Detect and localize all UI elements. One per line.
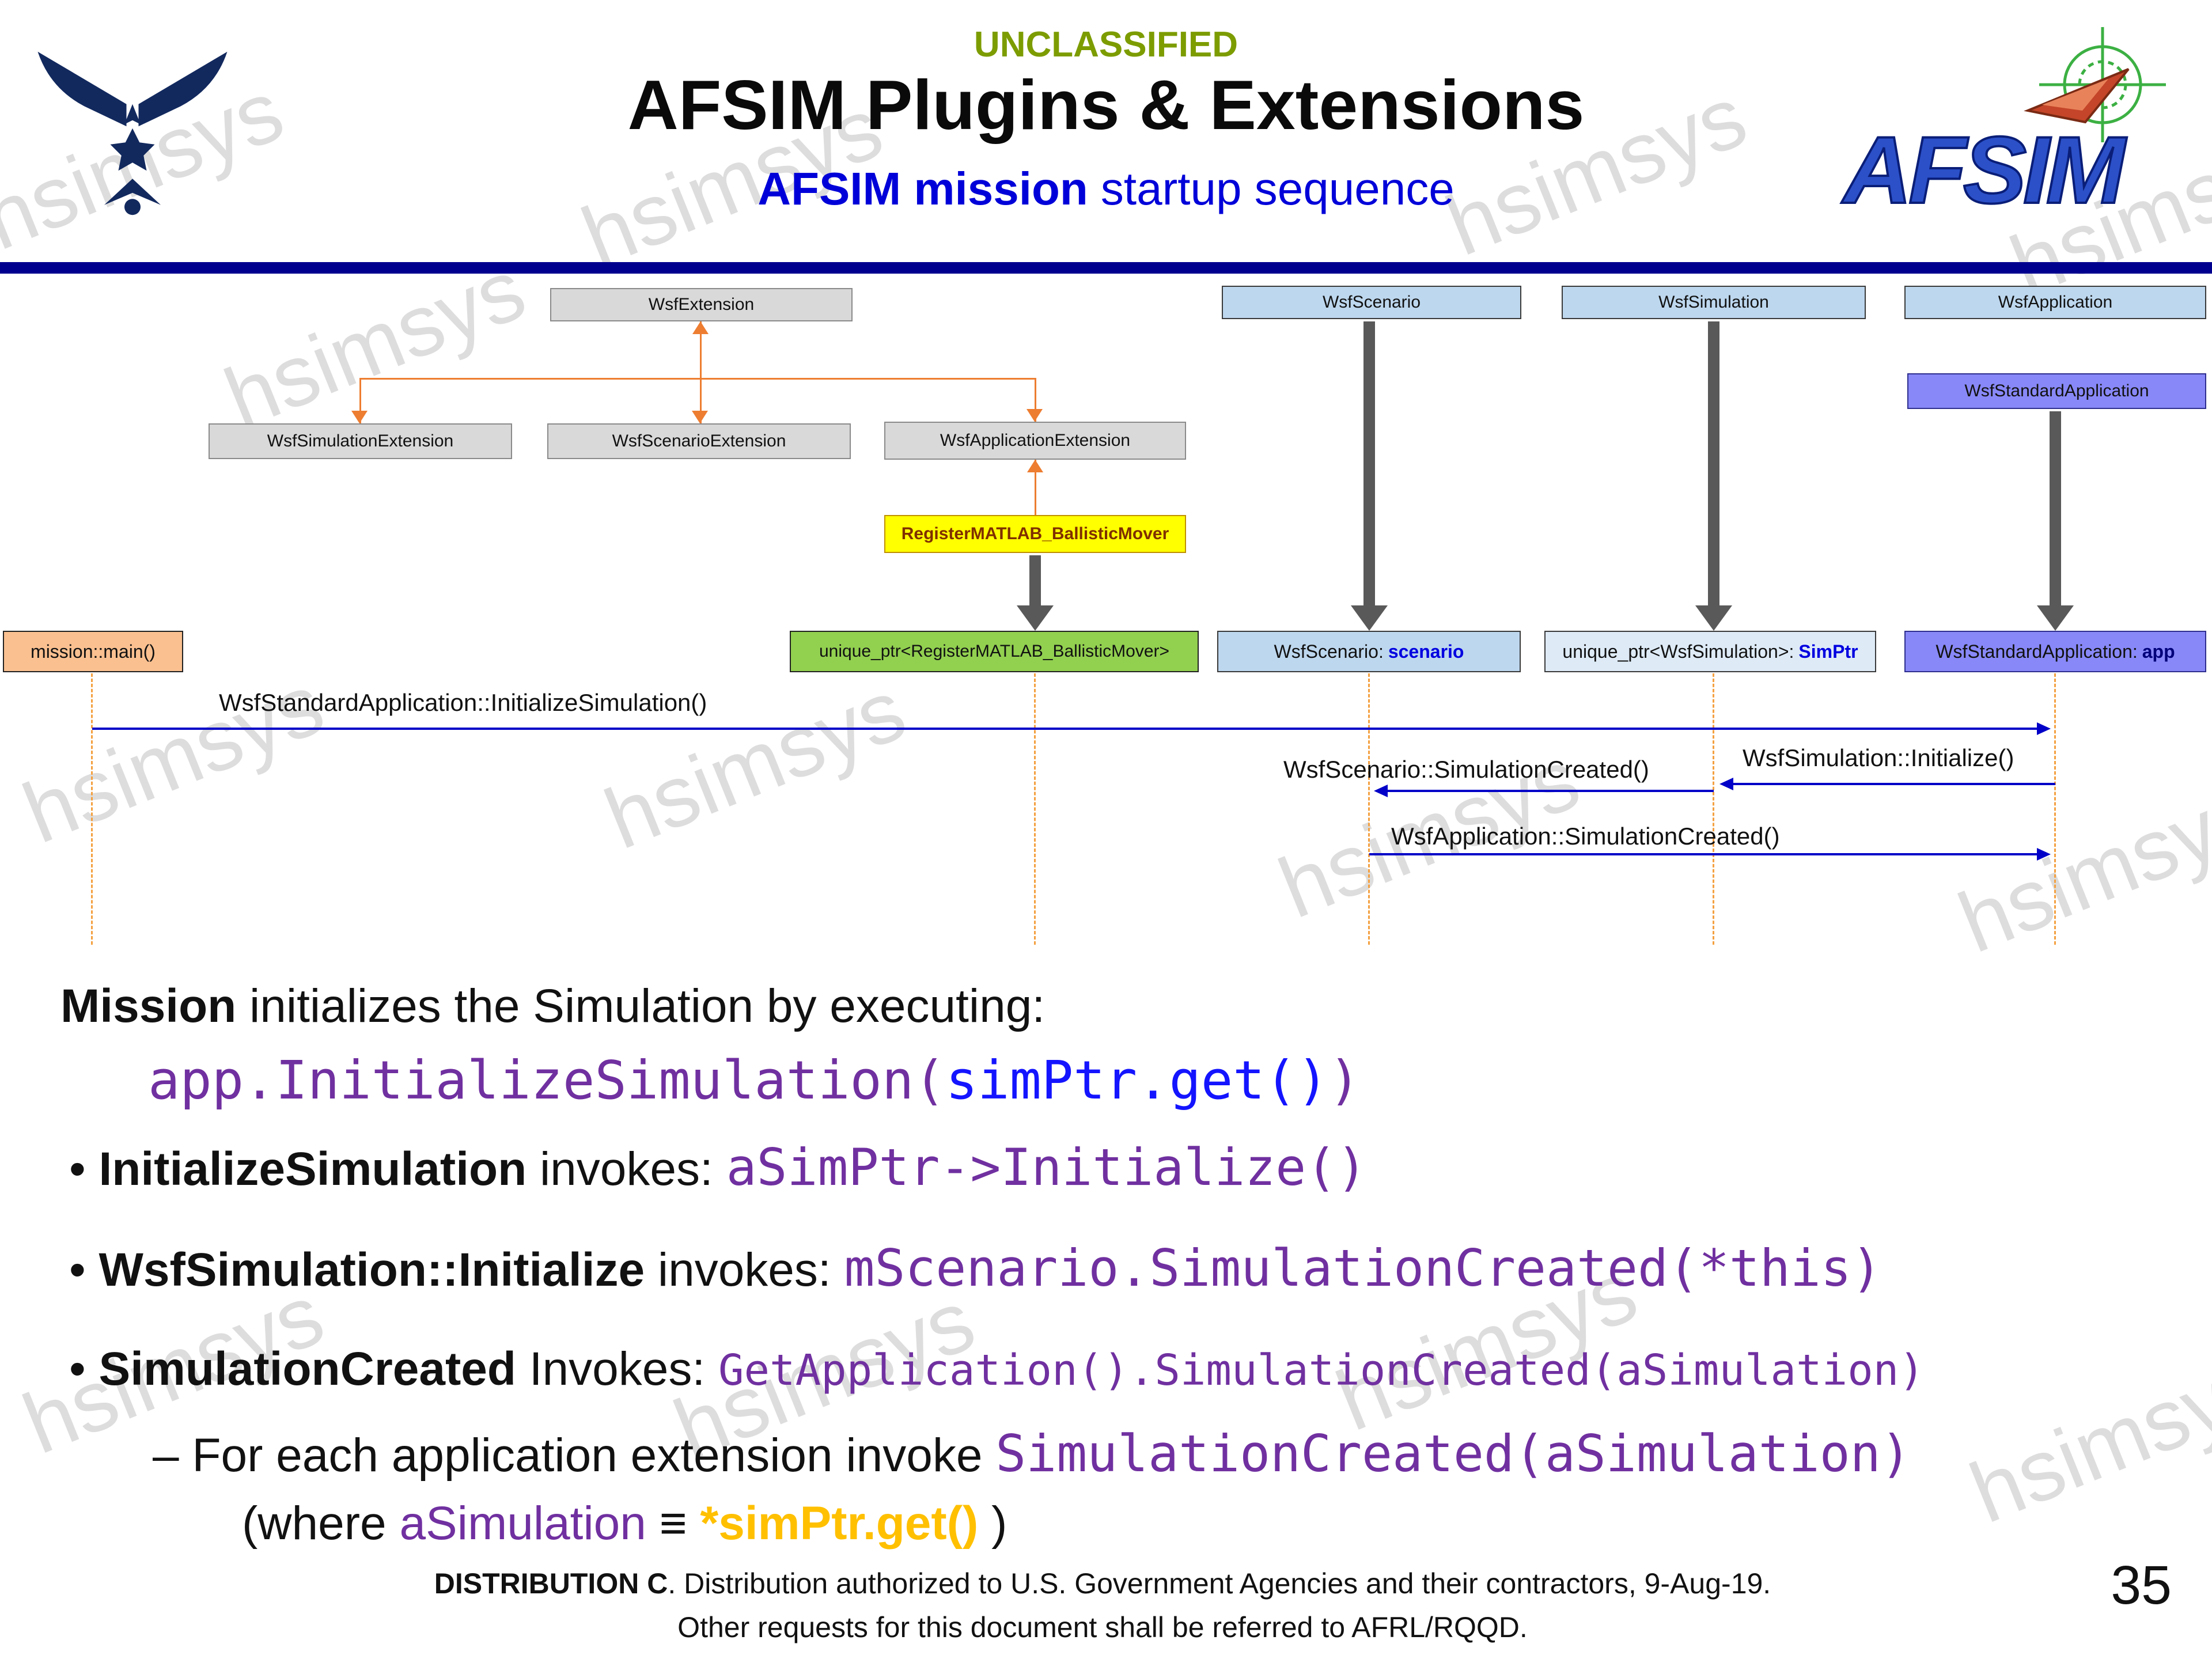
page-subtitle: AFSIM mission startup sequence [0,162,2212,215]
bullet-initialize-simulation: • InitializeSimulation invokes: aSimPtr-… [69,1138,1367,1197]
box-unique-ptr-register: unique_ptr<RegisterMATLAB_BallisticMover… [790,631,1199,672]
bullet-mid: Invokes: [516,1343,718,1395]
instantiation-arrow [1017,555,1054,631]
header-divider [0,262,2212,274]
where-equiv: ≡ [646,1497,700,1550]
connector-arrow-icon [351,411,368,423]
afsim-logo: AFSIM [1838,24,2189,237]
app-instance-prefix: WsfStandardApplication: [1936,641,2138,662]
message-label-simulation-initialize: WsfSimulation::Initialize() [1743,744,2014,771]
message-label-application-simulation-created: WsfApplication::SimulationCreated() [1391,823,1780,850]
intro-line: Mission initializes the Simulation by ex… [60,979,1045,1033]
distribution-label: DISTRIBUTION C [434,1567,668,1600]
scenario-instance-prefix: WsfScenario: [1274,641,1384,662]
code-call-post: ) [1328,1050,1361,1111]
message-label-scenario-simulation-created: WsfScenario::SimulationCreated() [1283,756,1649,783]
intro-bold: Mission [60,980,237,1032]
bullet-glyph: • [69,1343,86,1395]
box-wsf-scenario-extension: WsfScenarioExtension [547,423,851,459]
sub-bullet-dash: – [153,1429,179,1482]
message-arrow-simulation-initialize [1719,778,2055,790]
box-register-matlab: RegisterMATLAB_BallisticMover [884,515,1186,553]
usaf-logo [32,33,233,229]
connector-line [359,378,1036,380]
box-app-instance: WsfStandardApplication: app [1904,631,2206,672]
where-highlight: *simPtr.get() [700,1497,979,1550]
where-post: ) [978,1497,1007,1550]
intro-rest: initializes the Simulation by executing: [236,980,1046,1032]
lifeline-app [2054,673,2056,945]
where-pre: (where [242,1497,400,1550]
where-var: aSimulation [399,1497,646,1550]
lifeline-register [1034,673,1036,945]
instantiation-arrow [1695,321,1732,631]
distribution-line1: DISTRIBUTION C. Distribution authorized … [0,1567,2205,1600]
box-scenario-instance: WsfScenario: scenario [1217,631,1521,672]
connector-arrow-icon [692,411,708,423]
lifeline-scenario [1368,673,1370,945]
page-number: 35 [2111,1555,2172,1616]
page-title: AFSIM Plugins & Extensions [627,66,1585,144]
afsim-logo-text: AFSIM [1841,117,2127,223]
sub-bullet-text: For each application extension invoke [179,1429,996,1482]
box-wsf-extension: WsfExtension [550,288,853,321]
lifeline-mission [91,673,93,945]
distribution-statement: DISTRIBUTION C. Distribution authorized … [0,1567,2205,1644]
bullet-glyph: • [69,1143,86,1195]
scenario-instance-name: scenario [1388,641,1464,662]
bullet-wsfsimulation-initialize: • WsfSimulation::Initialize invokes: mSc… [69,1238,1882,1298]
sub-bullet-code: SimulationCreated(aSimulation) [995,1424,1911,1483]
classification-banner: UNCLASSIFIED [974,25,1238,65]
bullet-bold: WsfSimulation::Initialize [99,1244,645,1296]
bullet-mid: invokes: [645,1244,844,1296]
box-mission-main: mission::main() [3,631,183,672]
simptr-instance-name: SimPtr [1798,641,1858,662]
bullet-code: aSimPtr->Initialize() [726,1138,1368,1197]
simptr-instance-prefix: unique_ptr<WsfSimulation>: [1562,641,1794,662]
bullet-mid: invokes: [527,1143,726,1195]
distribution-line2: Other requests for this document shall b… [677,1611,1528,1643]
connector-line [1035,378,1036,422]
message-label-initialize-simulation: WsfStandardApplication::InitializeSimula… [219,689,707,716]
connector-line [700,378,702,423]
box-wsf-simulation: WsfSimulation [1562,286,1866,319]
message-arrow-application-simulation-created [1369,848,2051,861]
where-line: (where aSimulation ≡ *simPtr.get() ) [242,1497,1007,1551]
bullet-bold: InitializeSimulation [99,1143,527,1195]
bullet-simulation-created: • SimulationCreated Invokes: GetApplicat… [69,1342,1925,1396]
inheritance-arrow-icon [692,321,709,334]
box-wsf-standard-application: WsfStandardApplication [1907,373,2206,409]
box-wsf-application-extension: WsfApplicationExtension [884,422,1186,460]
message-arrow-scenario-simulation-created [1374,785,1714,797]
afsim-logo-graphic: AFSIM [1840,27,2166,224]
connector-line [359,378,361,423]
subtitle-rest: startup sequence [1088,163,1455,214]
bullet-code: GetApplication().SimulationCreated(aSimu… [718,1346,1925,1395]
distribution-rest: . Distribution authorized to U.S. Govern… [668,1567,1771,1600]
bullet-code: mScenario.SimulationCreated(*this) [844,1238,1882,1298]
connector-line [700,321,702,378]
message-arrow-initialize-simulation [92,722,2051,735]
box-simptr-instance: unique_ptr<WsfSimulation>: SimPtr [1544,631,1876,672]
box-wsf-scenario: WsfScenario [1222,286,1521,319]
code-call-pre: app.InitializeSimulation( [148,1050,946,1111]
usaf-wings-icon [37,51,228,215]
bullet-glyph: • [69,1244,86,1296]
box-wsf-simulation-extension: WsfSimulationExtension [209,423,512,459]
sub-bullet-extensions: – For each application extension invoke … [153,1424,1911,1483]
inheritance-arrow-icon [1027,460,1043,472]
startup-sequence-diagram: WsfExtension WsfScenario WsfSimulation W… [0,282,2212,956]
subtitle-bold: AFSIM mission [757,163,1088,214]
app-instance-name: app [2142,641,2175,662]
code-call-line: app.InitializeSimulation(simPtr.get()) [148,1050,1361,1111]
code-call-arg: simPtr.get() [945,1050,1329,1111]
instantiation-arrow [1351,321,1388,631]
lifeline-simptr [1713,673,1714,945]
instantiation-arrow [2037,411,2074,631]
connector-arrow-icon [1027,409,1043,422]
bullet-bold: SimulationCreated [99,1343,516,1395]
box-wsf-application: WsfApplication [1904,286,2206,319]
connector-line [1035,460,1036,515]
